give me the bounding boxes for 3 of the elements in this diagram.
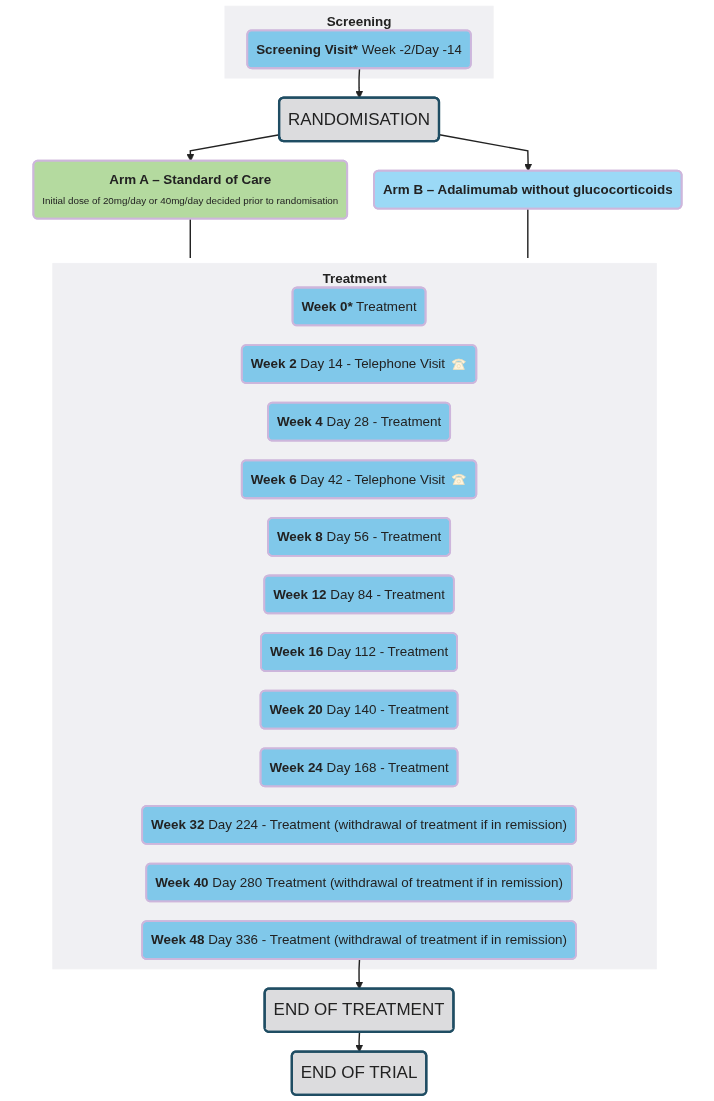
connector [526, 207, 529, 259]
connector [189, 218, 191, 259]
arrow [438, 134, 532, 172]
